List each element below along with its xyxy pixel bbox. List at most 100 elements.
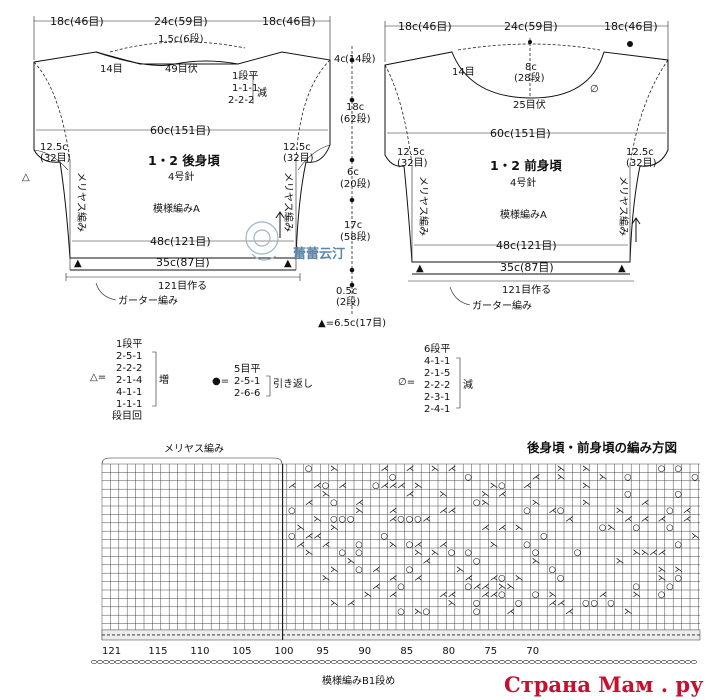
chain-stitch: [373, 660, 379, 664]
chart-bottom-label: 模様編みB1段め: [322, 674, 395, 687]
chart-stitch-symbol: ○: [666, 506, 673, 516]
chart-stitch-symbol: ⋌: [381, 481, 390, 491]
front-width-48: 48c(121目): [496, 239, 557, 252]
chart-stitch-symbol: ⋋: [364, 590, 373, 600]
chart-stitch-symbol: ○: [473, 557, 480, 567]
chain-stitch: [523, 660, 529, 664]
chain-stitch: [469, 660, 475, 664]
legend-dec-symbol: ∅=: [398, 377, 415, 388]
chart-stitch-symbol: ⋌: [557, 599, 566, 609]
back-increase-marker: △: [22, 172, 30, 183]
chart-column-number: 90: [358, 646, 371, 657]
chain-stitch: [283, 660, 289, 664]
chart-stitch-symbol: ⋌: [532, 473, 541, 483]
chain-stitch: [241, 660, 247, 664]
vdim-17-cm: 17c: [344, 220, 362, 231]
chain-stitch: [595, 660, 601, 664]
chain-stitch: [583, 660, 589, 664]
chain-stitch: [205, 660, 211, 664]
chart-stitch-symbol: ⋌: [599, 590, 608, 600]
legend-short-rows: ●= 5目平 2-5-1 2-6-6 引き返し: [212, 364, 313, 399]
chart-stitch-symbol: ○: [406, 540, 413, 550]
front-sleeve-right-cm: 12.5c: [626, 147, 654, 158]
chart-stitch-symbol: ⋌: [439, 540, 448, 550]
chart-stitch-symbol: ⋋: [633, 548, 642, 558]
chain-stitch: [403, 660, 409, 664]
vdim-05-rows: (2段): [336, 295, 360, 308]
chain-stitch: [685, 660, 691, 664]
chart-stitch-symbol: ○: [574, 548, 581, 558]
chart-column-number: 110: [190, 646, 209, 657]
chain-stitch: [145, 660, 151, 664]
chain-stitch: [457, 660, 463, 664]
chain-stitch: [529, 660, 535, 664]
front-top-dim-center: 24c(59目): [504, 20, 558, 33]
chart-stitch-symbol: ⋋: [389, 540, 398, 550]
chart-stitch-symbol: ○: [532, 548, 539, 558]
chart-stitch-symbol: ⋌: [397, 481, 406, 491]
chart-stitch-symbol: ⋌: [389, 506, 398, 516]
chart-stitch-symbol: ⋋: [616, 506, 625, 516]
chart-stitch-symbol: ○: [523, 540, 530, 550]
back-triangle-right: ▲: [284, 258, 292, 269]
chart-stitch-symbol: ○: [322, 481, 329, 491]
legend-increase-symbol: △=: [90, 372, 106, 383]
chart-stitch-symbol: ⋋: [515, 523, 524, 533]
chart-stitch-symbol: ○: [675, 464, 682, 474]
chain-stitch: [613, 660, 619, 664]
chart-stitch-symbol: ⋋: [675, 565, 684, 575]
chart-stitch-symbol: ○: [406, 565, 413, 575]
front-title: 1・2 前身頃: [490, 158, 562, 173]
vdim-4-cm: 4c: [334, 54, 346, 65]
chain-stitch: [169, 660, 175, 664]
chart-stitch-symbol: ⋌: [498, 523, 507, 533]
front-panel: 18c(46目) 24c(59目) 18c(46目) 14目 25目伏 8c (…: [384, 20, 669, 312]
chart-stitch-symbol: ○: [624, 489, 631, 499]
chart-stitch-symbol: ○: [691, 473, 698, 483]
legend-decrease: ∅= 6段平 4-1-1 2-1-5 2-2-2 2-3-1 2-4-1 減: [398, 342, 473, 415]
chain-stitch: [277, 660, 283, 664]
chart-stitch-symbol: ○: [658, 590, 665, 600]
front-triangle-right: ▲: [618, 263, 626, 274]
vdim-18-rows: (62段): [340, 112, 371, 125]
chain-stitch: [175, 660, 181, 664]
chart-stitch-symbol: ⋋: [616, 557, 625, 567]
watermark-text: 蕾蕾云汀: [293, 246, 345, 262]
chain-stitch: [307, 660, 313, 664]
chart-stitch-symbol: ⋌: [347, 599, 356, 609]
legend-inc-row-2: 2-2-2: [116, 363, 142, 374]
back-neck-dec-mark: 減: [257, 86, 267, 99]
chart-stitch-symbol: ○: [582, 599, 589, 609]
chart-stitch-symbol: ○: [540, 531, 547, 541]
chart-stitch-symbol: ○: [347, 515, 354, 525]
chart-stitch-symbol: ⋋: [313, 515, 322, 525]
chart-stitch-symbol: ⋌: [649, 548, 658, 558]
back-sleeve-left-st: (32目): [40, 153, 71, 164]
chain-stitch: [217, 660, 223, 664]
chain-stitch: [115, 660, 121, 664]
chart-stitch-symbol: ⋋: [330, 565, 339, 575]
chain-stitch: [379, 660, 385, 664]
chart-stitch-symbol: ○: [633, 523, 640, 533]
vdim-05-cm: 0.5c: [336, 286, 357, 297]
chain-stitch: [199, 660, 205, 664]
legend-dec-row-4: 2-3-1: [424, 392, 450, 403]
back-neck-dec-1: 1-1-1: [232, 83, 258, 94]
chart-stitch-symbol: ⋋: [355, 506, 364, 516]
chain-stitch: [127, 660, 133, 664]
legend-dec-row-5: 2-4-1: [424, 404, 450, 415]
chart-stitch-symbol: ⋌: [465, 573, 474, 583]
legend-dec-row-0: 6段平: [424, 342, 450, 355]
chart-stitch-symbol: ⋋: [582, 498, 591, 508]
chart-stitch-symbol: ⋋: [330, 523, 339, 533]
chain-stitch: [673, 660, 679, 664]
back-cast-on: 121目作る: [158, 280, 207, 292]
chain-stitch: [151, 660, 157, 664]
chain-stitch: [265, 660, 271, 664]
chart-stitch-symbol: ○: [498, 481, 505, 491]
back-top-dim-center: 24c(59目): [154, 15, 208, 28]
chart-stitch-symbol: ⋋: [532, 557, 541, 567]
chain-stitch: [187, 660, 193, 664]
chart-stitch-symbol: ⋌: [490, 590, 499, 600]
